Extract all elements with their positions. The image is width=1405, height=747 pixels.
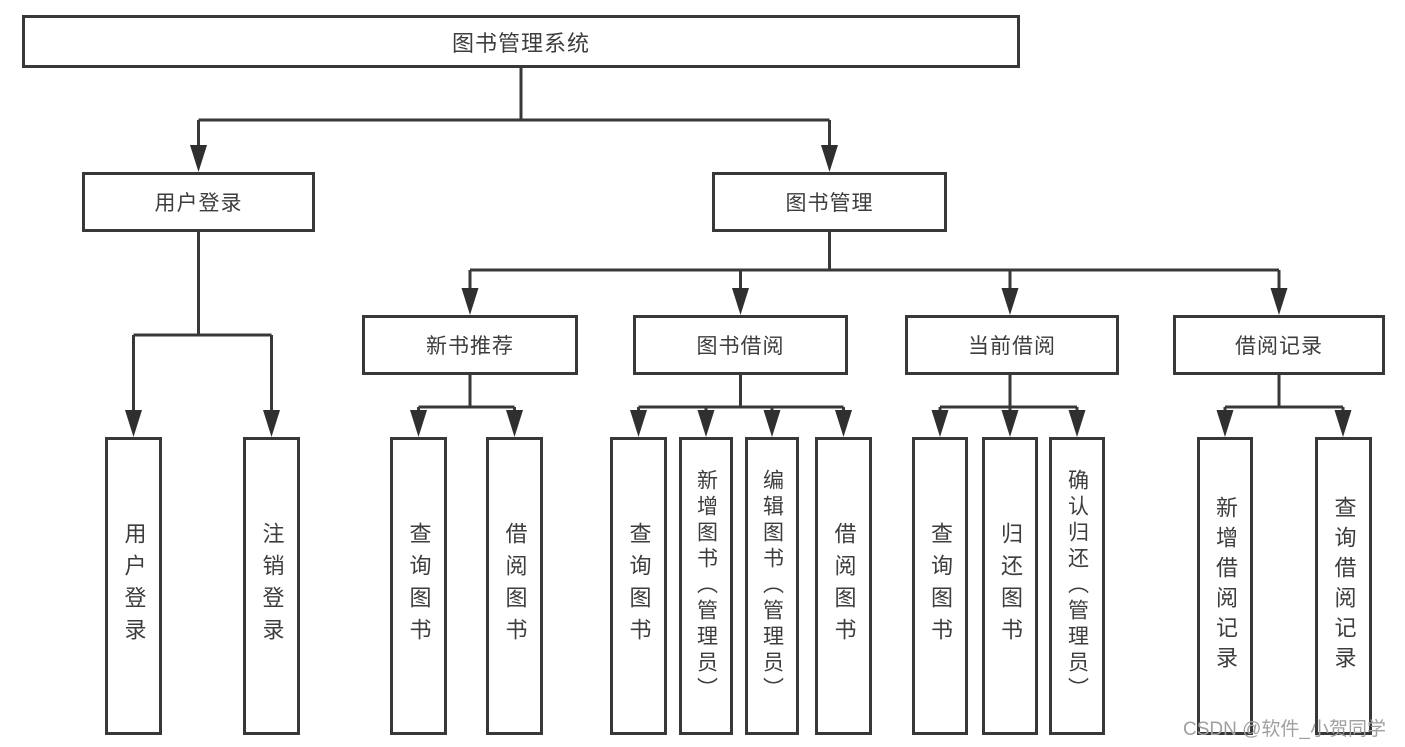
leaf-add-book-admin: 新增图书（管理员） bbox=[679, 437, 733, 735]
arrow-down-icon bbox=[835, 410, 852, 437]
node-user-login: 用户登录 bbox=[82, 172, 315, 232]
arrow-down-icon bbox=[410, 410, 427, 437]
leaf-return-books: 归还图书 bbox=[982, 437, 1038, 735]
leaf-label: 新增图书（管理员） bbox=[694, 469, 718, 703]
leaf-label: 查询借阅记录 bbox=[1331, 496, 1357, 676]
node-label: 用户登录 bbox=[154, 192, 243, 215]
leaf-label: 用户登录 bbox=[121, 522, 147, 650]
leaf-label: 查询图书 bbox=[406, 522, 432, 650]
csdn-watermark: CSDN @软件_小贺同学 bbox=[1183, 719, 1386, 740]
node-label: 图书借阅 bbox=[696, 335, 785, 358]
arrow-down-icon bbox=[1068, 410, 1086, 437]
node-label: 新书推荐 bbox=[426, 335, 514, 358]
arrow-down-icon bbox=[821, 145, 838, 172]
leaf-label: 归还图书 bbox=[998, 522, 1023, 650]
node-book-borrowing: 图书借阅 bbox=[633, 315, 848, 375]
node-library-system: 图书管理系统 bbox=[22, 15, 1020, 68]
leaf-add-borrow-record: 新增借阅记录 bbox=[1197, 437, 1253, 735]
leaf-borrow-books-recommend: 借阅图书 bbox=[486, 437, 543, 735]
arrow-down-icon bbox=[1334, 410, 1352, 437]
node-label: 当前借阅 bbox=[968, 335, 1056, 358]
arrow-down-icon bbox=[190, 145, 207, 172]
leaf-query-books-recommend: 查询图书 bbox=[390, 437, 447, 735]
arrow-down-icon bbox=[1270, 288, 1288, 315]
leaf-logout: 注销登录 bbox=[243, 437, 300, 735]
arrow-down-icon bbox=[125, 410, 142, 437]
leaf-label: 编辑图书（管理员） bbox=[760, 469, 784, 703]
arrow-down-icon bbox=[732, 288, 749, 315]
arrow-down-icon bbox=[763, 410, 781, 437]
arrow-down-icon bbox=[461, 288, 479, 315]
node-label: 图书管理 bbox=[785, 192, 874, 215]
node-label: 借阅记录 bbox=[1235, 335, 1323, 358]
leaf-label: 查询图书 bbox=[928, 522, 953, 650]
node-book-management: 图书管理 bbox=[712, 172, 947, 232]
leaf-label: 借阅图书 bbox=[502, 522, 528, 650]
arrow-down-icon bbox=[630, 410, 647, 437]
leaf-label: 确认归还（管理员） bbox=[1065, 469, 1089, 703]
leaf-label: 借阅图书 bbox=[831, 522, 857, 650]
node-label: 图书管理系统 bbox=[451, 30, 590, 56]
node-new-book-recommend: 新书推荐 bbox=[362, 315, 578, 375]
arrow-down-icon bbox=[931, 410, 949, 437]
arrow-down-icon bbox=[506, 410, 523, 437]
leaf-user-login: 用户登录 bbox=[105, 437, 162, 735]
leaf-edit-book-admin: 编辑图书（管理员） bbox=[745, 437, 799, 735]
leaf-label: 查询图书 bbox=[626, 522, 652, 650]
leaf-label: 注销登录 bbox=[259, 522, 285, 650]
arrow-down-icon bbox=[1001, 410, 1019, 437]
arrow-down-icon bbox=[1216, 410, 1234, 437]
leaf-borrow-books-borrowing: 借阅图书 bbox=[815, 437, 872, 735]
leaf-label: 新增借阅记录 bbox=[1213, 496, 1238, 676]
leaf-query-books-borrowing: 查询图书 bbox=[610, 437, 667, 735]
arrow-down-icon bbox=[1001, 288, 1019, 315]
node-borrowing-records: 借阅记录 bbox=[1173, 315, 1385, 375]
node-current-borrowing: 当前借阅 bbox=[905, 315, 1119, 375]
leaf-query-books-current: 查询图书 bbox=[912, 437, 968, 735]
leaf-confirm-return-admin: 确认归还（管理员） bbox=[1049, 437, 1105, 735]
arrow-down-icon bbox=[697, 410, 715, 437]
leaf-query-borrow-record: 查询借阅记录 bbox=[1315, 437, 1372, 735]
arrow-down-icon bbox=[263, 410, 280, 437]
